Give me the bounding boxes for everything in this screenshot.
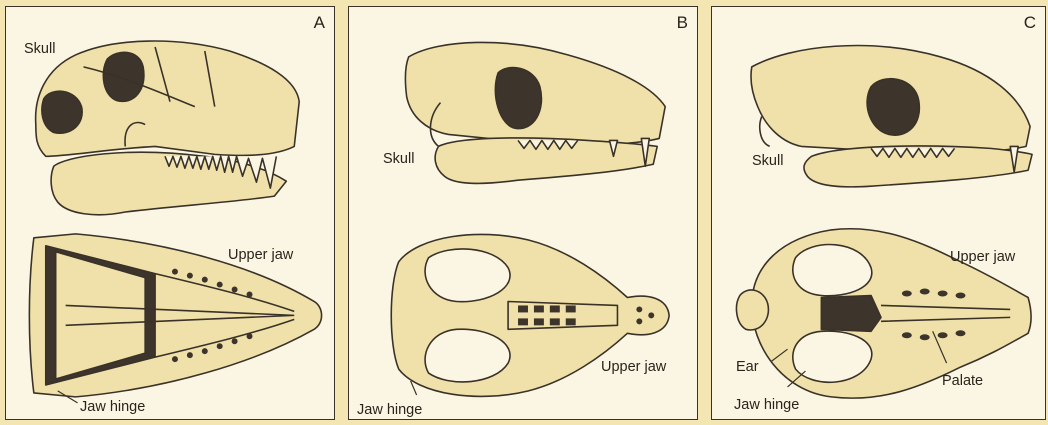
panel-c-drawing xyxy=(712,7,1045,419)
panel-c-jaw-hinge-label: Jaw hinge xyxy=(734,397,799,413)
panel-a-skull-label: Skull xyxy=(24,41,55,57)
panel-b-jaw-hinge-label: Jaw hinge xyxy=(357,402,422,418)
panel-c-palate-label: Palate xyxy=(942,373,983,389)
panel-c-side-eye-socket xyxy=(867,79,919,135)
panel-b-letter: B xyxy=(677,13,688,33)
panel-c-side-lower-jaw xyxy=(804,146,1032,187)
panel-c-upper-jaw-label: Upper jaw xyxy=(950,249,1015,265)
panel-c-skull-label: Skull xyxy=(752,153,783,169)
panel-b-upper-jaw-label: Upper jaw xyxy=(601,359,666,375)
panel-c-letter: C xyxy=(1024,13,1036,33)
panel-b-drawing xyxy=(349,7,697,419)
panel-a-drawing xyxy=(6,7,334,419)
panel-b: B Skull Upper jaw Jaw hinge xyxy=(348,6,698,420)
panel-b-left-fossa-upper xyxy=(425,249,510,302)
panel-c: C Skull Upper jaw Ear Palate Jaw hinge xyxy=(711,6,1046,420)
panel-a-jaw-hinge-label: Jaw hinge xyxy=(80,399,145,415)
panel-b-left-fossa-lower xyxy=(425,329,510,382)
panel-a-side-nasal-opening xyxy=(42,91,82,133)
panel-a-letter: A xyxy=(314,13,325,33)
panel-a-side-eye-socket xyxy=(103,52,144,101)
panel-a: A Skull Upper jaw Jaw hinge xyxy=(5,6,335,420)
panel-a-upper-jaw-label: Upper jaw xyxy=(228,247,293,263)
panel-c-ear-label: Ear xyxy=(736,359,759,375)
panel-b-skull-label: Skull xyxy=(383,151,414,167)
